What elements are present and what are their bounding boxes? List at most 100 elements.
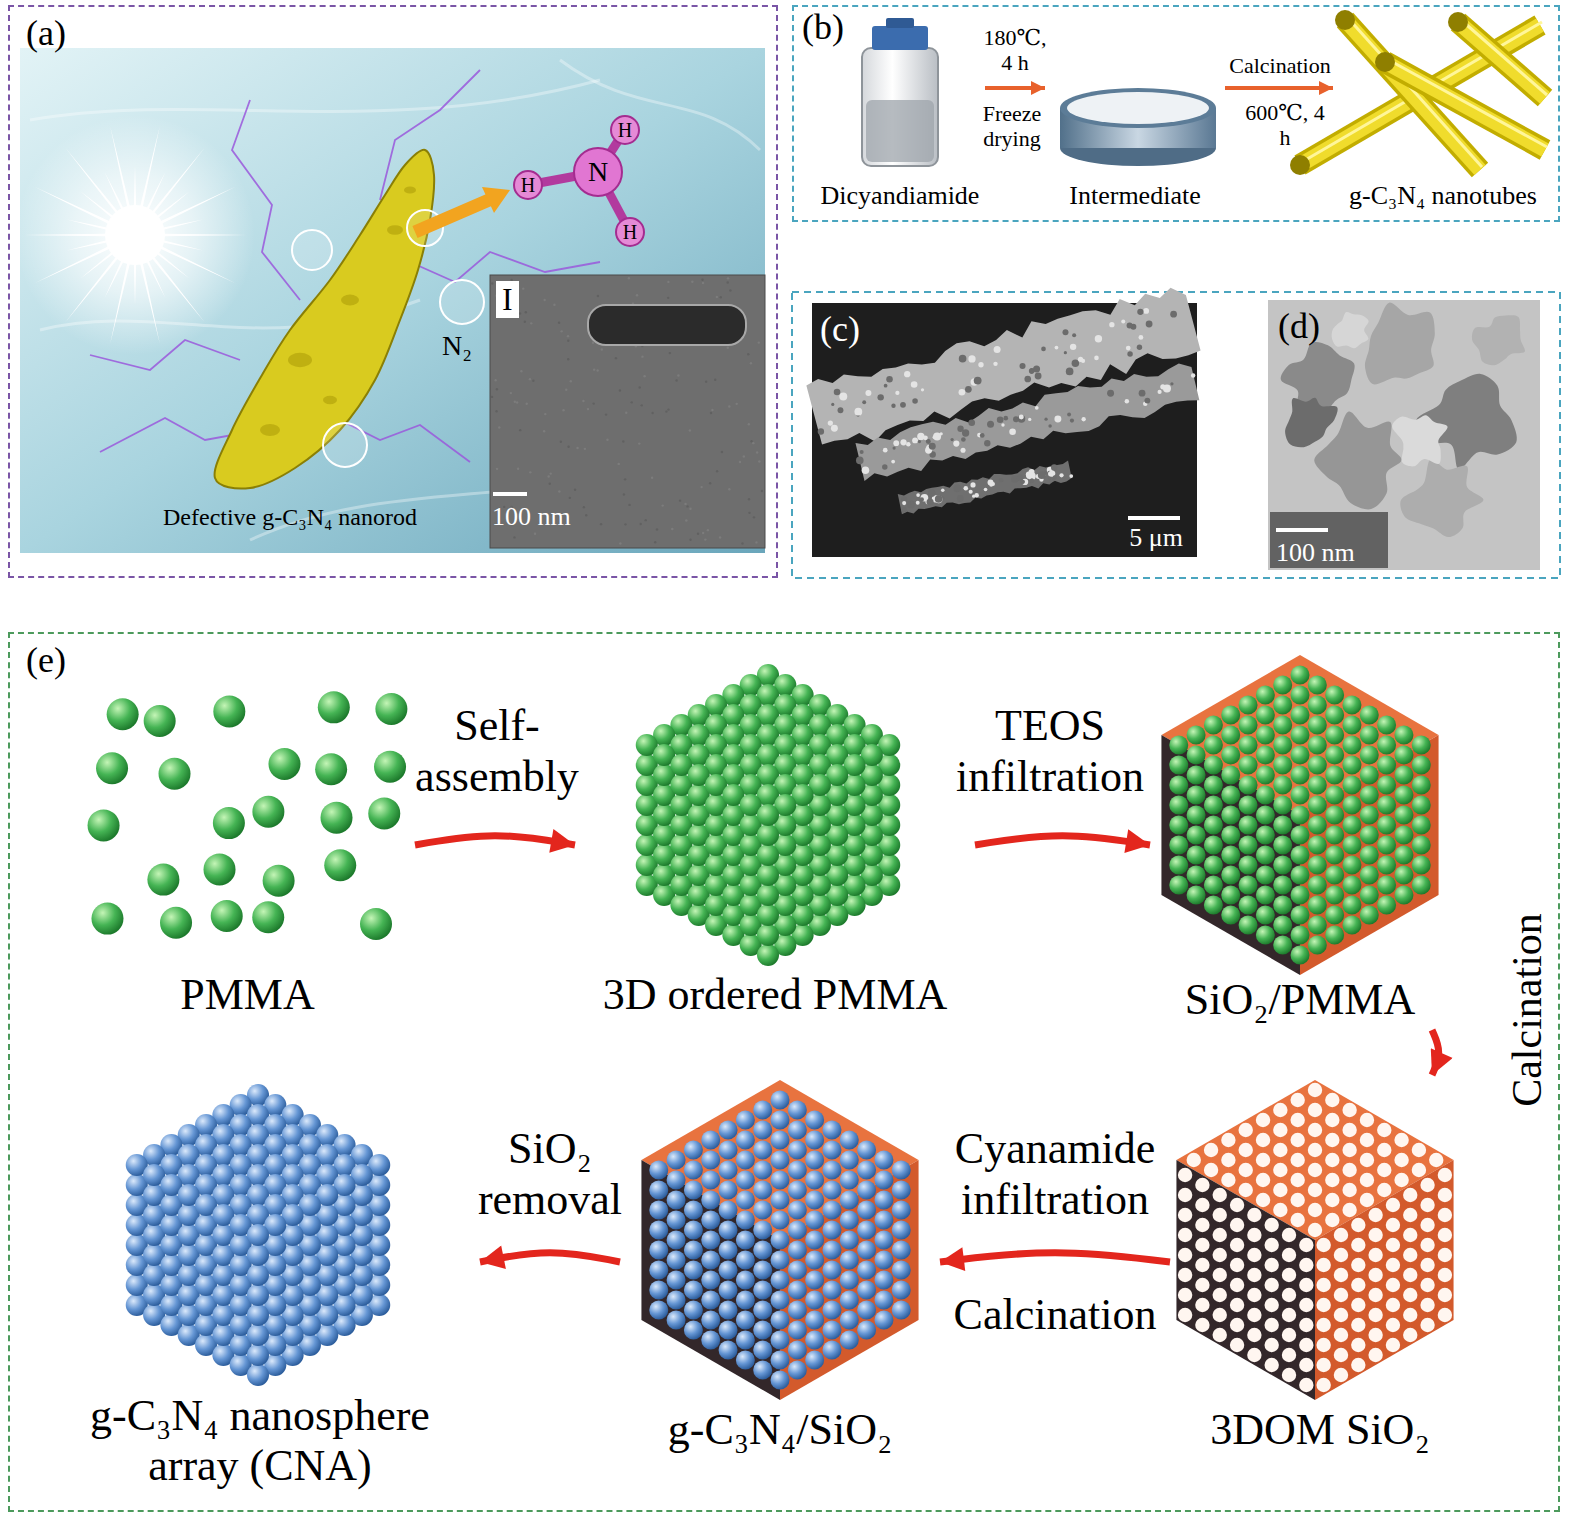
illustration-shape (1316, 1258, 1330, 1272)
illustration-shape (1082, 417, 1086, 421)
illustration-shape (1325, 926, 1344, 945)
illustration-shape (822, 1261, 841, 1280)
illustration-shape (636, 294, 638, 296)
illustration-shape (144, 705, 176, 737)
illustration-shape (1360, 846, 1379, 865)
illustration-shape (689, 508, 691, 510)
illustration-shape (1412, 836, 1431, 855)
illustration-shape (916, 501, 920, 505)
illustration-shape (1256, 706, 1275, 725)
illustration-shape (753, 1361, 772, 1380)
illustration-shape (970, 482, 975, 487)
illustration-shape (753, 1241, 772, 1260)
illustration-shape (1377, 1143, 1391, 1157)
illustration-shape (822, 1121, 841, 1140)
illustration-shape (892, 1261, 911, 1280)
illustration-shape (701, 1331, 720, 1350)
illustration-shape (516, 401, 518, 403)
illustration-shape (757, 944, 779, 966)
illustration-shape (1178, 1228, 1192, 1242)
illustration-shape (582, 400, 584, 402)
illustration-shape (822, 1141, 841, 1160)
illustration-shape (1256, 906, 1275, 925)
illustration-shape (1169, 856, 1188, 875)
illustration-shape (898, 460, 1072, 514)
illustration-shape (1394, 1173, 1408, 1187)
illustration-shape (1143, 308, 1149, 314)
illustration-shape (645, 519, 647, 521)
illustration-shape (341, 295, 359, 306)
illustration-shape (583, 506, 585, 508)
illustration-shape (1239, 716, 1258, 735)
illustration-shape (1368, 1308, 1382, 1322)
illustration-shape (667, 1311, 686, 1330)
stage-box: 3D ordered PMMA (575, 660, 975, 1025)
illustration-shape (1221, 806, 1240, 825)
illustration-shape (1019, 414, 1024, 419)
illustration-shape (1221, 1153, 1235, 1167)
illustration-shape (1256, 786, 1275, 805)
illustration-shape (1273, 756, 1292, 775)
illustration-shape (510, 392, 512, 394)
illustration-shape (1291, 846, 1310, 865)
illustration-shape (1213, 1248, 1227, 1262)
illustration-shape (805, 1211, 824, 1230)
illustration-shape (1334, 1308, 1348, 1322)
illustration-shape (147, 864, 179, 896)
illustration-shape (1066, 368, 1074, 376)
illustration-shape (771, 1251, 790, 1270)
illustration-shape (520, 370, 522, 372)
illustration-shape (1195, 1198, 1209, 1212)
illustration-shape (874, 1151, 893, 1170)
illustration-shape (1239, 816, 1258, 835)
illustration-shape (822, 1221, 841, 1240)
illustration-shape (1342, 816, 1361, 835)
illustration-shape (1412, 876, 1431, 895)
illustration-shape (1291, 686, 1310, 705)
illustration-shape (232, 100, 300, 300)
illustration-shape (23, 126, 247, 344)
illustration-shape (771, 1311, 790, 1330)
illustration-shape (1265, 1238, 1279, 1252)
illustration-shape (1375, 52, 1395, 72)
illustration-shape (1438, 1208, 1452, 1222)
node-title: (b) (802, 7, 844, 48)
illustration-shape (1247, 1308, 1261, 1322)
illustration-shape (1144, 398, 1150, 404)
stage-box: g-C₃N₄ nanosphere array (CNA) (40, 1075, 480, 1500)
illustration-shape (667, 1271, 686, 1290)
illustration-shape (727, 281, 729, 283)
illustration-shape (1204, 736, 1223, 755)
illustration-shape (1195, 1258, 1209, 1272)
illustration-shape (1299, 1258, 1313, 1272)
illustration-shape (1316, 1318, 1330, 1332)
illustration-shape (984, 440, 990, 446)
illustration-shape (736, 1111, 755, 1130)
illustration-shape (1195, 1278, 1209, 1292)
illustration-shape (496, 388, 498, 390)
illustration-shape (1325, 686, 1344, 705)
illustration-shape (862, 400, 866, 404)
illustration-shape (857, 1301, 876, 1320)
illustration-shape (1094, 356, 1099, 361)
illustration-shape (1067, 413, 1071, 417)
illustration-shape (1342, 1123, 1356, 1137)
tem-inset: I100 nm (490, 275, 765, 548)
illustration-shape (771, 1271, 790, 1290)
illustration-shape (935, 495, 942, 502)
illustration-shape (974, 377, 982, 385)
illustration-shape (639, 523, 641, 525)
illustration-shape (1121, 320, 1125, 324)
illustration-shape (1334, 1368, 1348, 1382)
illustration-shape (1316, 1338, 1330, 1352)
illustration-shape (684, 1201, 703, 1220)
illustration-shape (247, 1284, 269, 1306)
illustration-shape (716, 470, 718, 472)
illustration-shape (677, 374, 679, 376)
illustration-shape (587, 408, 589, 410)
illustration-shape (671, 528, 673, 530)
illustration-shape (1064, 351, 1067, 354)
illustration-shape (247, 1344, 269, 1366)
